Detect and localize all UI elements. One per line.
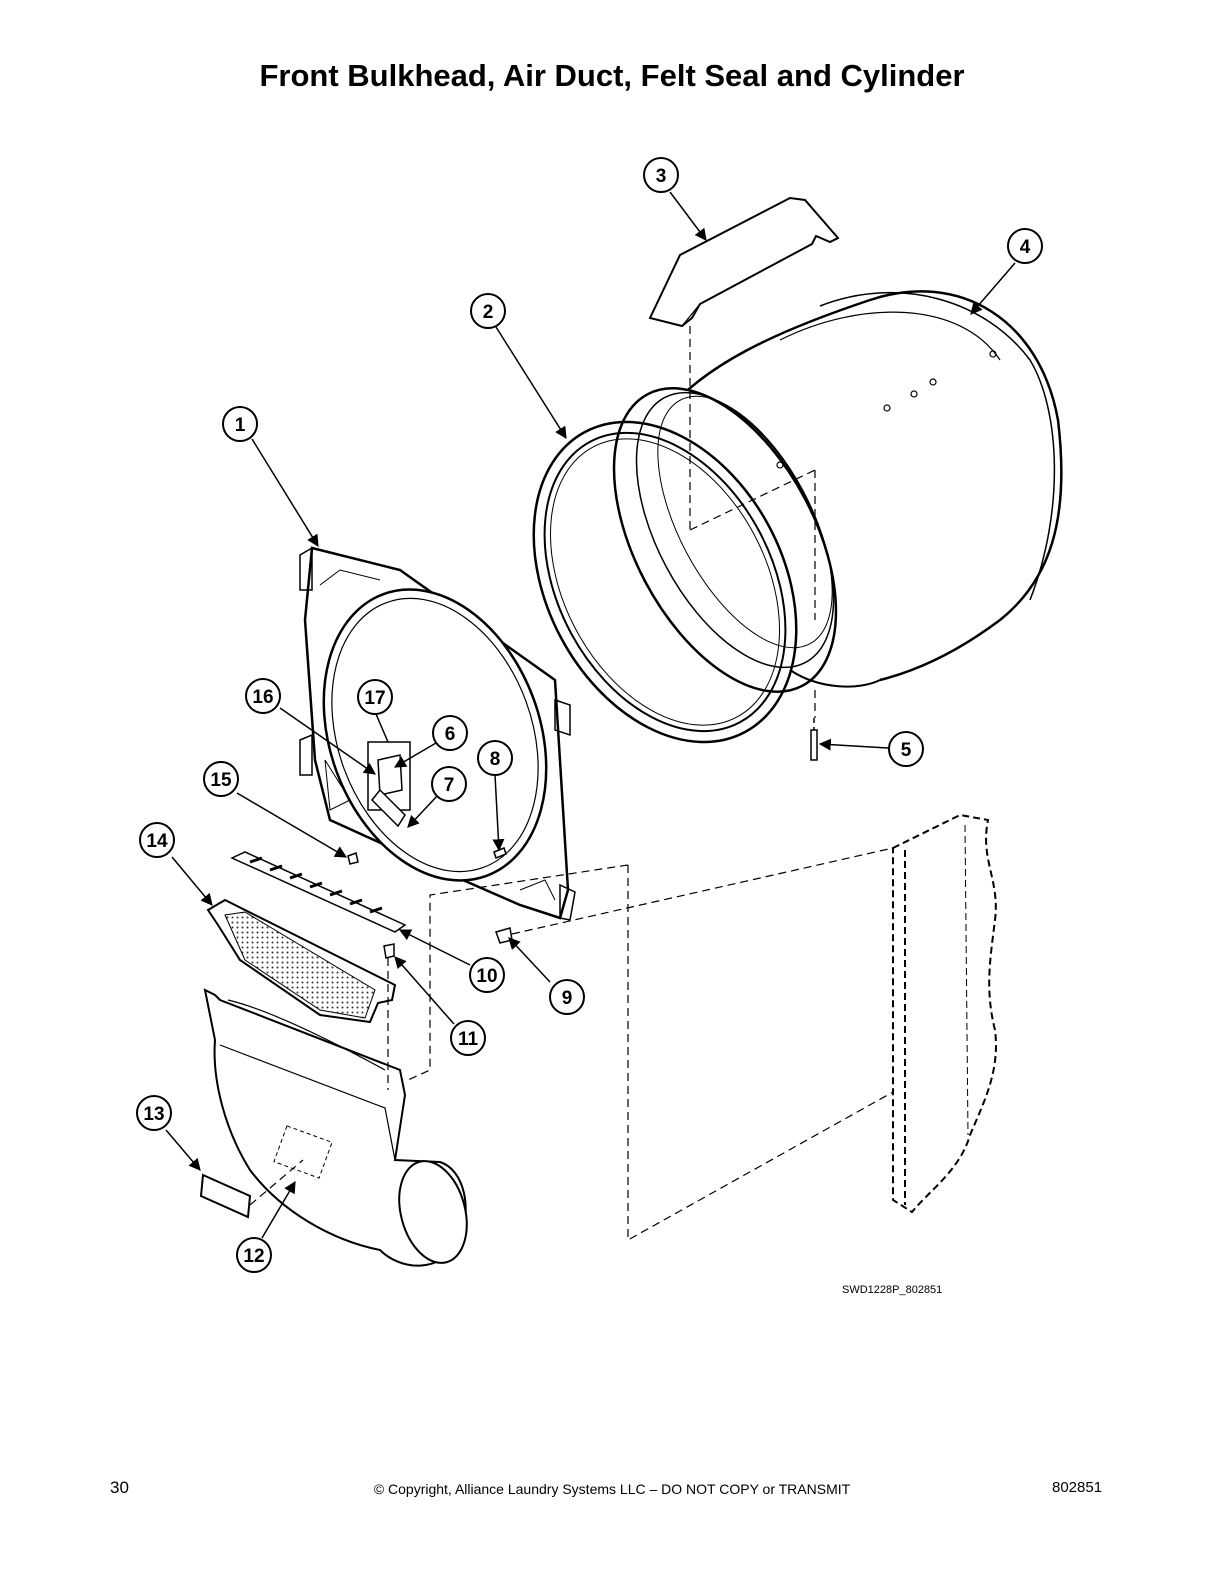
document-number: 802851: [1052, 1479, 1103, 1496]
callout-17: 17: [357, 679, 393, 715]
part-air-duct: [203, 988, 468, 1267]
callout-6: 6: [432, 715, 468, 751]
callout-13: 13: [136, 1095, 172, 1131]
callout-16: 16: [245, 678, 281, 714]
callout-1: 1: [222, 406, 258, 442]
part-lint-filter: [206, 898, 397, 1024]
svg-text:3: 3: [656, 166, 667, 187]
svg-text:5: 5: [901, 740, 912, 761]
part-lint-grille: [230, 851, 407, 933]
svg-text:6: 6: [445, 724, 456, 745]
callout-11: 11: [450, 1020, 486, 1056]
part-felt-seal: [532, 420, 798, 744]
part-screw-5: [810, 718, 818, 761]
callout-14: 14: [139, 822, 175, 858]
callout-5: 5: [888, 731, 924, 767]
part-label: [199, 1173, 252, 1219]
phantom-side-panel: [892, 813, 997, 1214]
callout-4: 4: [1007, 228, 1043, 264]
callout-3: 3: [643, 157, 679, 193]
svg-text:11: 11: [458, 1029, 479, 1050]
callout-9: 9: [549, 979, 585, 1015]
callout-2: 2: [470, 293, 506, 329]
svg-text:1: 1: [235, 415, 246, 436]
svg-text:13: 13: [143, 1104, 164, 1125]
part-switch-assembly: [367, 741, 411, 828]
copyright-notice: © Copyright, Alliance Laundry Systems LL…: [373, 1481, 851, 1497]
callout-7: 7: [431, 766, 467, 802]
svg-text:12: 12: [243, 1246, 264, 1267]
part-cylinder: [612, 290, 1063, 693]
callout-12: 12: [236, 1237, 272, 1273]
svg-text:14: 14: [146, 831, 168, 852]
svg-text:9: 9: [562, 988, 573, 1009]
callout-8: 8: [477, 740, 513, 776]
callout-leaders: [165, 191, 1016, 1239]
drawing-code: SWD1228P_802851: [842, 1284, 943, 1296]
svg-text:16: 16: [252, 687, 273, 708]
svg-text:17: 17: [364, 688, 385, 709]
svg-text:2: 2: [483, 302, 494, 323]
svg-text:10: 10: [476, 966, 497, 987]
part-baffle: [648, 196, 840, 328]
svg-text:4: 4: [1020, 237, 1031, 258]
svg-text:7: 7: [444, 775, 455, 796]
svg-text:8: 8: [490, 749, 501, 770]
callouts: 1 2 3 4 5 6 7 8 9 10 11 12 13 14 15 16 1…: [136, 157, 1043, 1273]
callout-10: 10: [469, 957, 505, 993]
svg-text:15: 15: [210, 770, 232, 791]
page-title: Front Bulkhead, Air Duct, Felt Seal and …: [259, 58, 965, 93]
assembly-guide-lines: [249, 326, 894, 1242]
page-number: 30: [110, 1478, 129, 1497]
callout-15: 15: [203, 761, 239, 797]
